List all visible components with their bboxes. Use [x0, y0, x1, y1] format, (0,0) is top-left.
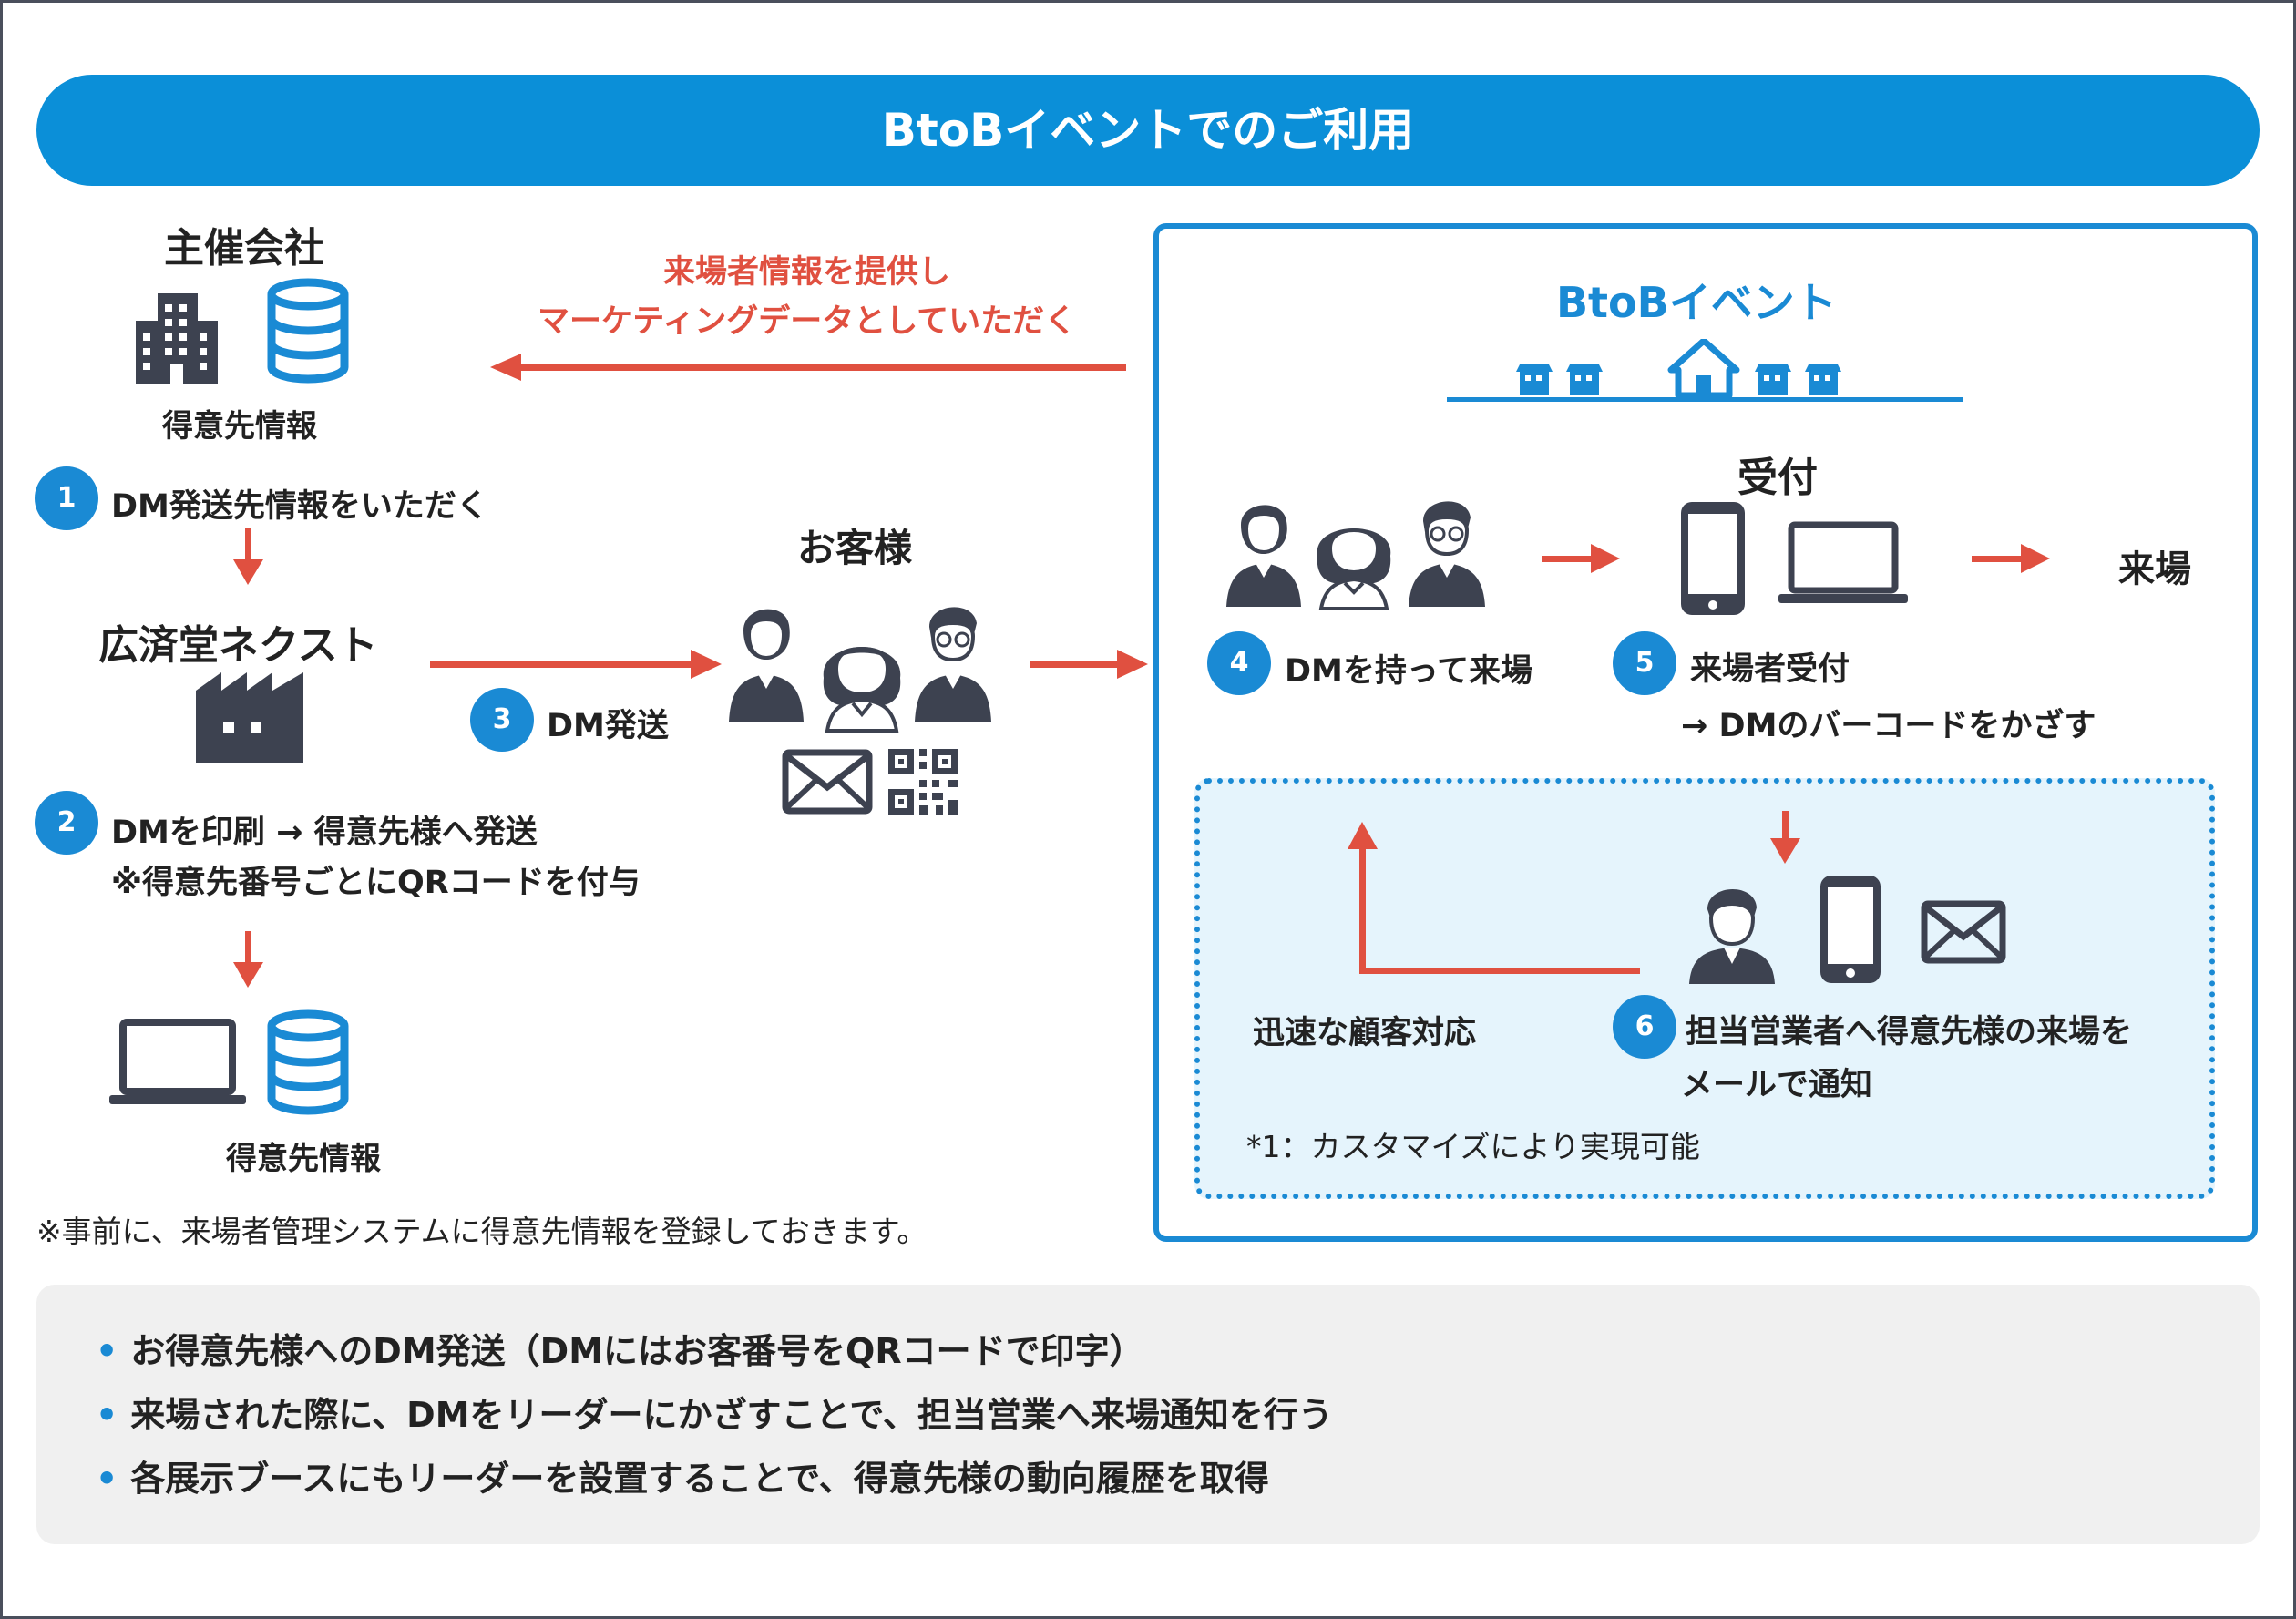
step-3-label: DM発送: [547, 708, 669, 744]
step-2-line1: DMを印刷 → 得意先様へ発送: [111, 815, 538, 851]
step-5-line2: → DMのバーコードをかざす: [1681, 708, 2096, 744]
customization-note: *1：カスタマイズにより実現可能: [1246, 1129, 1700, 1164]
return-arrow: [1348, 822, 1640, 974]
right-arrow: [1972, 544, 2050, 573]
arrival-label: 来場: [2118, 548, 2191, 590]
event-box: [1153, 223, 2258, 1242]
house-icon: [1516, 364, 1553, 395]
person-icon: [823, 646, 901, 733]
qr-code-icon: [888, 749, 958, 815]
reception-title: 受付: [1737, 455, 1818, 501]
smartphone-icon: [1820, 876, 1881, 983]
step-badge-6: 6: [1613, 995, 1676, 1059]
step-6-line1: 担当営業者へ得意先様の来場を: [1686, 1014, 2133, 1050]
down-arrow: [233, 931, 263, 988]
database-icon: [267, 278, 349, 384]
database-icon: [267, 1009, 349, 1115]
step-badge-5: 5: [1613, 631, 1676, 695]
step-1-label: DM発送先情報をいただく: [111, 488, 488, 525]
koosaido-title: 広済堂ネクスト: [98, 622, 378, 669]
event-title: BtoBイベント: [1556, 278, 1837, 327]
page-title: BtoBイベントでのご利用: [36, 75, 2260, 186]
bottom-info-label: 得意先情報: [226, 1141, 381, 1177]
building-icon: [136, 293, 218, 384]
envelope-icon: [782, 749, 873, 815]
event-venue-icon: [1447, 339, 1963, 402]
step-5-line1: 来場者受付: [1690, 651, 1850, 688]
right-arrow: [430, 650, 722, 679]
step-badge-1: 1: [35, 466, 98, 530]
person-icon: [915, 607, 991, 722]
person-icon: [729, 609, 804, 722]
organizer-title: 主催会社: [164, 225, 324, 272]
step-badge-3: 3: [470, 688, 534, 752]
summary-item: •各展示ブースにもリーダーを設置することで、得意先様の動向履歴を取得: [96, 1459, 1269, 1499]
step-6-line2: メールで通知: [1681, 1067, 1873, 1103]
feedback-text-line1: 来場者情報を提供し: [663, 254, 951, 291]
house-icon: [1667, 339, 1740, 399]
organizer-info-label: 得意先情報: [162, 408, 317, 445]
summary-panel: [36, 1285, 2260, 1544]
pre-registration-note: ※事前に、来場者管理システムに得意先情報を登録しておきます。: [36, 1214, 928, 1249]
feedback-text-line2: マーケティングデータとしていただく: [538, 303, 1077, 340]
factory-icon: [196, 672, 303, 763]
right-arrow: [1030, 650, 1148, 679]
summary-item: •来場された際に、DMをリーダーにかざすことで、担当営業へ来場通知を行う: [96, 1395, 1333, 1435]
down-arrow: [233, 528, 263, 585]
quick-response-label: 迅速な顧客対応: [1253, 1015, 1477, 1051]
summary-item: •お得意先様へのDM発送（DMにはお客番号をQRコードで印字）: [96, 1331, 1144, 1371]
visitor-group-icon: [1226, 501, 1485, 610]
person-icon: [1689, 888, 1775, 984]
customers-title: お客様: [797, 526, 913, 570]
person-icon: [1409, 501, 1485, 607]
right-arrow: [1542, 544, 1620, 573]
feedback-arrow: [490, 354, 1126, 381]
step-4-label: DMを持って来場: [1285, 653, 1533, 690]
customer-group-icon: [729, 607, 991, 733]
step-badge-4: 4: [1207, 631, 1271, 695]
step-2-line2: ※得意先番号ごとにQRコードを付与: [111, 865, 641, 901]
step-badge-2: 2: [35, 791, 98, 855]
laptop-icon: [1778, 521, 1908, 603]
envelope-icon: [1921, 900, 2006, 964]
person-icon: [1317, 528, 1391, 610]
laptop-icon: [109, 1019, 246, 1104]
smartphone-icon: [1681, 502, 1745, 615]
down-arrow: [1770, 811, 1800, 864]
person-icon: [1226, 505, 1301, 607]
